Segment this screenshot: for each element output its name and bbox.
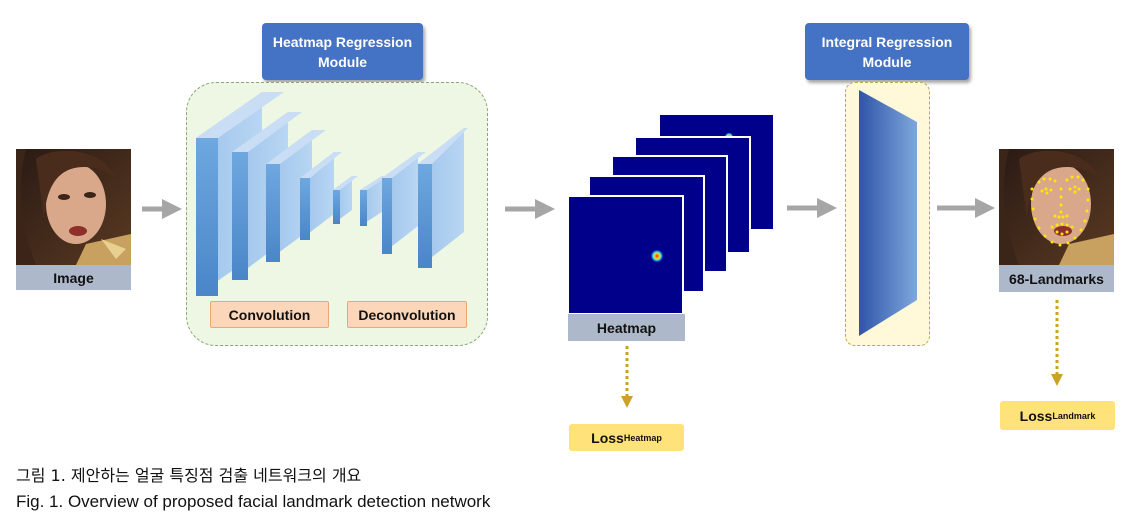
loss-landmark-sub: Landmark <box>1052 410 1096 421</box>
heatmap-layer-1 <box>567 195 684 315</box>
caption-korean: 그림 1. 제안하는 얼굴 특징점 검출 네트워크의 개요 <box>16 466 362 485</box>
deconv-block-1 <box>360 176 388 226</box>
landmark-points <box>1030 175 1090 247</box>
heatmap-regression-module-title: Heatmap Regression Module <box>262 23 423 80</box>
deconv-block-3 <box>418 128 468 268</box>
heatmap-regression-line2: Module <box>318 53 367 70</box>
deconvolution-label: Deconvolution <box>347 301 467 328</box>
input-face-photo <box>16 149 131 265</box>
conv-block-4 <box>300 152 342 240</box>
deconv-block-2 <box>382 152 426 254</box>
heatmap-stack <box>567 113 775 315</box>
integral-regression-line1: Integral Regression <box>821 33 953 50</box>
integral-regression-line2: Module <box>862 53 912 70</box>
convolution-label: Convolution <box>210 301 329 328</box>
heatmap-regression-line1: Heatmap Regression <box>272 33 413 50</box>
caption-english: Fig. 1. Overview of proposed facial land… <box>16 492 491 511</box>
heatmap-label: Heatmap <box>568 314 685 341</box>
integral-regression-module-title: Integral Regression Module <box>805 23 969 80</box>
conv-block-5 <box>333 176 358 224</box>
loss-heatmap-main: Loss <box>591 429 624 446</box>
integral-regression-trapezoid <box>859 90 917 336</box>
loss-landmark-main: Loss <box>1019 407 1053 424</box>
output-landmarks-photo <box>999 149 1114 265</box>
encoder-decoder-blocks <box>196 92 468 296</box>
image-label: Image <box>16 265 131 290</box>
landmarks-label: 68-Landmarks <box>999 265 1114 292</box>
loss-heatmap-sub: Heatmap <box>623 432 662 443</box>
